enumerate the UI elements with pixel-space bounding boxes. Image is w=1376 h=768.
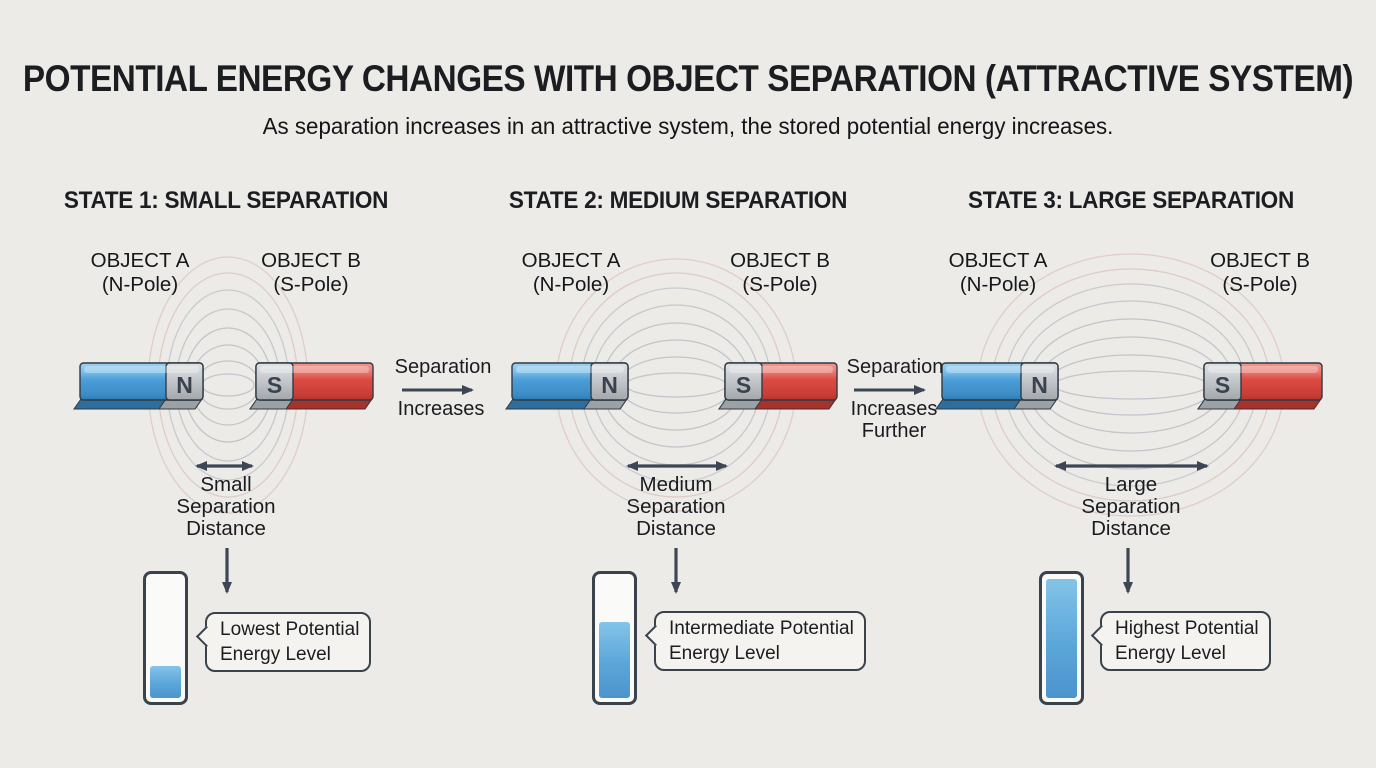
separation-label-state-3: Large Separation Distance (1081, 474, 1180, 540)
callout-line: Energy Level (669, 643, 780, 664)
magnet-b-state-1: S (249, 362, 374, 410)
separation-line: Medium (639, 473, 713, 496)
transition-line: Further (861, 420, 927, 442)
object-a-label-state-2: OBJECT A (N-Pole) (522, 249, 621, 297)
pole-letter-s-state-2: S (736, 372, 751, 398)
transition-2-label-top: Separation (846, 356, 944, 378)
energy-callout-state-2: Intermediate Potential Energy Level (654, 611, 866, 671)
pole-letter-s-state-3: S (1215, 372, 1230, 398)
transition-1-label-bottom: Increases (398, 398, 485, 420)
pole-letter-n-state-3: N (1031, 372, 1048, 398)
object-a-label-state-1: OBJECT A (N-Pole) (91, 249, 190, 297)
object-a-name: OBJECT A (948, 249, 1048, 272)
callout-line: Intermediate Potential (669, 618, 854, 639)
separation-line: Distance (1091, 517, 1171, 540)
callout-line: Highest Potential (1115, 618, 1259, 639)
object-a-pole: (N-Pole) (959, 273, 1037, 296)
magnet-a-state-2: N (505, 362, 629, 410)
energy-bar-state-3 (1039, 571, 1084, 705)
separation-line: Small (200, 473, 252, 496)
magnet-b-state-3: S (1197, 362, 1323, 410)
callout-line: Lowest Potential (220, 619, 360, 640)
object-a-label-state-3: OBJECT A (N-Pole) (949, 249, 1048, 297)
energy-bar-state-1 (143, 571, 188, 705)
object-a-name: OBJECT A (90, 249, 190, 272)
separation-line: Distance (636, 517, 716, 540)
separation-line: Large (1104, 473, 1158, 496)
energy-callout-state-1: Lowest Potential Energy Level (205, 612, 372, 672)
energy-callout-state-3: Highest Potential Energy Level (1100, 611, 1271, 671)
object-b-label-state-2: OBJECT B (S-Pole) (730, 249, 830, 297)
page-subtitle: As separation increases in an attractive… (262, 113, 1114, 139)
pole-letter-n-state-2: N (601, 372, 618, 398)
separation-label-state-1: Small Separation Distance (176, 474, 275, 540)
transition-2-label-bottom: Increases Further (851, 398, 938, 442)
object-b-pole: (S-Pole) (273, 273, 349, 296)
object-a-name: OBJECT A (521, 249, 621, 272)
separation-label-state-2: Medium Separation Distance (626, 474, 725, 540)
transition-line: Increases (397, 398, 485, 420)
object-b-name: OBJECT B (261, 249, 361, 272)
object-b-pole: (S-Pole) (742, 273, 818, 296)
energy-bar-fill (599, 622, 630, 698)
callout-line: Energy Level (220, 644, 331, 665)
object-b-label-state-3: OBJECT B (S-Pole) (1210, 249, 1310, 297)
energy-bar-fill (1046, 578, 1077, 698)
magnet-a-state-3: N (935, 362, 1059, 410)
object-b-name: OBJECT B (730, 249, 830, 272)
object-b-label-state-1: OBJECT B (S-Pole) (261, 249, 361, 297)
transition-1-label-top: Separation (394, 356, 492, 378)
transition-line: Increases (850, 398, 938, 420)
object-b-pole: (S-Pole) (1222, 273, 1298, 296)
state-3-header: STATE 3: LARGE SEPARATION (968, 187, 1294, 214)
energy-bar-fill (150, 666, 181, 698)
object-b-name: OBJECT B (1210, 249, 1310, 272)
callout-line: Energy Level (1115, 643, 1226, 664)
state-1-header: STATE 1: SMALL SEPARATION (63, 187, 389, 214)
pole-letter-n-state-1: N (176, 372, 193, 398)
magnet-b-state-2: S (718, 362, 838, 410)
object-a-pole: (N-Pole) (532, 273, 610, 296)
pole-letter-s-state-1: S (267, 372, 282, 398)
separation-line: Separation (176, 495, 276, 518)
magnet-a-state-1: N (73, 362, 204, 410)
separation-line: Separation (1081, 495, 1181, 518)
page-title: POTENTIAL ENERGY CHANGES WITH OBJECT SEP… (22, 58, 1354, 99)
separation-line: Separation (626, 495, 726, 518)
energy-bar-state-2 (592, 571, 637, 705)
object-a-pole: (N-Pole) (101, 273, 179, 296)
separation-line: Distance (186, 517, 266, 540)
state-2-header: STATE 2: MEDIUM SEPARATION (508, 187, 848, 214)
